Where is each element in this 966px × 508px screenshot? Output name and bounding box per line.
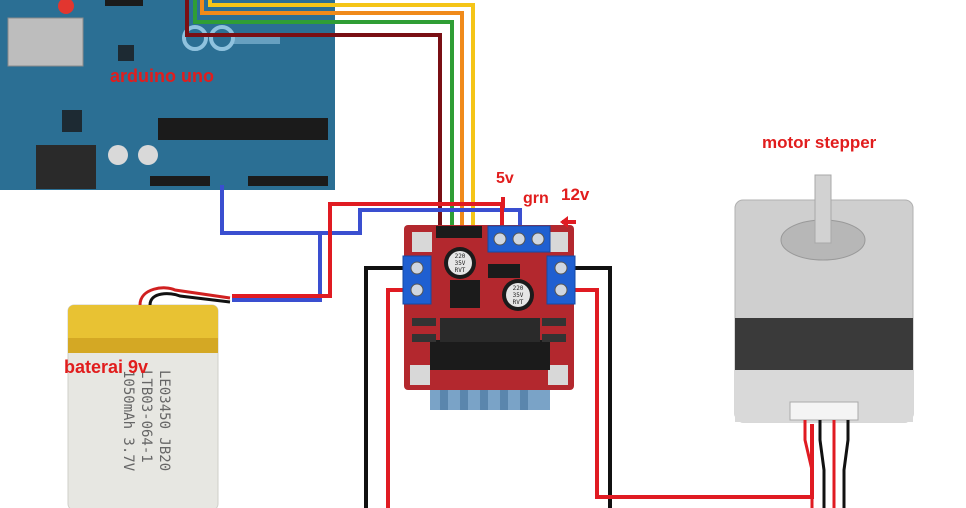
motor-middle-band: [735, 318, 913, 370]
capacitor-2: [138, 145, 158, 165]
mount-hole-bl: [410, 365, 430, 385]
capacitor-1: [108, 145, 128, 165]
battery-print-1: LE03450 JB20: [156, 370, 172, 471]
signal-wires: [185, 0, 475, 232]
l298n-driver: 220 35V RVT 220 35V RVT: [402, 225, 576, 410]
reset-button: [118, 45, 134, 61]
diode-3: [542, 318, 566, 326]
mount-hole-br: [548, 365, 568, 385]
battery-print-2: LTB03-064-1: [138, 370, 154, 463]
battery-red-lead: [138, 286, 231, 306]
output-terminal-a: [402, 255, 432, 305]
c2-line2: 35V: [513, 292, 524, 299]
diode-1: [412, 318, 436, 326]
label-gnd: grn: [523, 190, 549, 207]
wire-black-outa1: [364, 266, 410, 508]
label-arduino: arduino uno: [110, 66, 214, 86]
power-jack: [36, 145, 96, 189]
reset-led: [58, 0, 74, 14]
crystal: [62, 110, 82, 132]
label-battery: baterai 9v: [64, 357, 149, 377]
battery-band-shadow: [68, 338, 218, 353]
wire-red-battery-12v: [232, 202, 504, 298]
header-top-left: [105, 0, 143, 6]
wire-black-outb1: [572, 266, 612, 508]
arduino-logo-icon: [182, 25, 208, 51]
c2-line3: RVT: [513, 299, 524, 306]
stepper-motor: [734, 174, 914, 508]
c2-line1: 220: [513, 285, 524, 292]
diode-2: [412, 334, 436, 342]
battery: LE03450 JB20 LTB03-064-1 1050mAh 3.7V: [67, 286, 231, 508]
c1-line1: 220: [455, 253, 466, 260]
label-motor: motor stepper: [762, 133, 877, 152]
heatsink-fin-1: [440, 380, 448, 410]
output-terminal-b: [546, 255, 576, 305]
heatsink-fin-4: [500, 380, 508, 410]
capacitor-c1: 220 35V RVT: [444, 247, 476, 279]
motor-connector: [789, 401, 859, 421]
wire-darkred-signal: [185, 0, 442, 232]
label-5v: 5v: [496, 170, 514, 187]
heatsink-fin-2: [460, 380, 468, 410]
battery-black-lead: [148, 292, 231, 306]
label-12v: 12v: [561, 185, 590, 204]
motor-wire-black: [818, 420, 826, 508]
arrow-12v-icon: [560, 216, 568, 228]
motor-shaft: [814, 174, 832, 244]
l298-pins: [440, 318, 540, 342]
pin-markers: [501, 197, 576, 228]
arduino-logo-text: [232, 36, 280, 44]
regulator: [450, 280, 480, 308]
battery-print-3: 1050mAh 3.7V: [120, 370, 136, 472]
power-header: [150, 176, 210, 186]
signal-header: [436, 226, 482, 238]
arduino-uno-board: [0, 0, 335, 190]
atmega-chip: [158, 118, 328, 140]
wire-yellow-signal: [208, 0, 475, 232]
jumper-5v: [488, 264, 520, 278]
motor-wire-red: [803, 420, 814, 508]
mount-hole-tr: [548, 232, 568, 252]
wire-green-signal: [193, 0, 454, 232]
usb-connector: [7, 17, 84, 67]
wire-orange-signal: [200, 0, 464, 232]
power-terminal: [487, 225, 551, 253]
l298-chip: [430, 340, 550, 370]
mount-hole-tl: [412, 232, 432, 252]
wire-blue-ground-driver: [320, 208, 522, 235]
heatsink-fin-3: [480, 380, 488, 410]
motor-wire-black-2: [842, 420, 850, 508]
diode-4: [542, 334, 566, 342]
capacitor-c2: 220 35V RVT: [502, 279, 534, 311]
heatsink-fin-5: [520, 380, 528, 410]
analog-header: [248, 176, 328, 186]
wire-blue-ground-arduino: [220, 185, 322, 302]
c1-line2: 35V: [455, 260, 466, 267]
c1-line3: RVT: [455, 267, 466, 274]
